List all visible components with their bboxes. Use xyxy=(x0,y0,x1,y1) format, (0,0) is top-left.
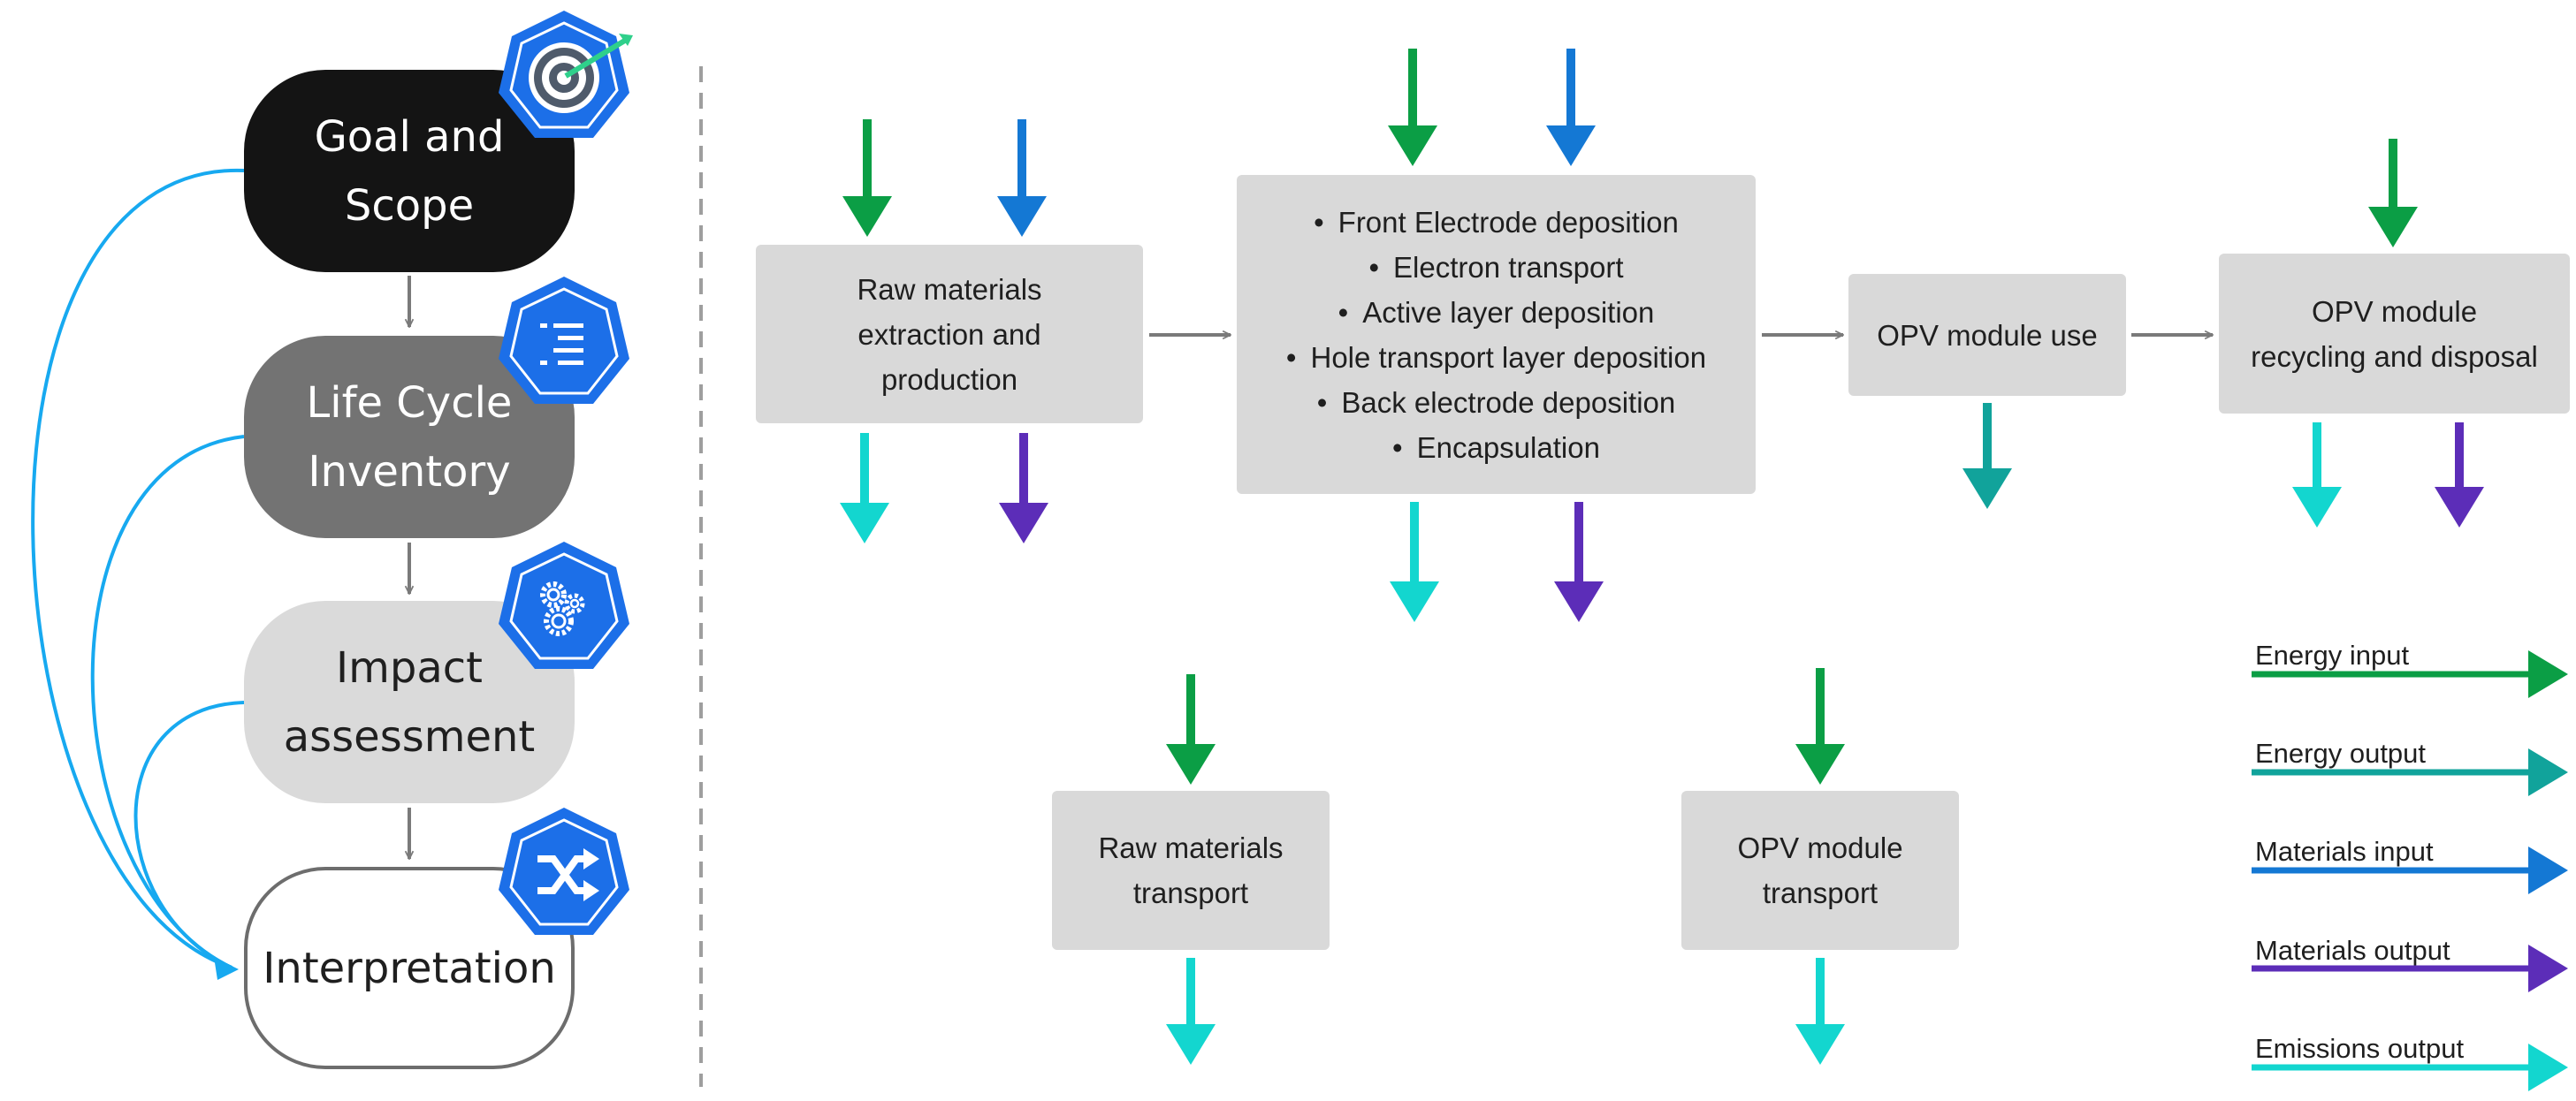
phase-label-line: Inventory xyxy=(308,446,511,497)
process-label-line: production xyxy=(880,362,1018,396)
process-raw-materials-transport: Raw materials transport xyxy=(1052,791,1330,950)
manufacturing-step: Front Electrode deposition xyxy=(1286,200,1706,245)
phase-label-line: assessment xyxy=(283,711,536,762)
legend-label-emissions-output: Emissions output xyxy=(2255,1033,2465,1064)
emissions-output-arrow xyxy=(2292,422,2342,528)
feedback-arrowhead xyxy=(214,957,239,980)
emissions-output-arrow xyxy=(1166,958,1216,1065)
legend-arrows xyxy=(2252,650,2568,1091)
manufacturing-step: Encapsulation xyxy=(1286,425,1706,470)
flow-arrows xyxy=(840,49,2484,1065)
target-icon xyxy=(499,11,633,138)
process-label-line: OPV module use xyxy=(1877,318,2098,352)
process-label-line: transport xyxy=(1132,877,1249,909)
manufacturing-step: Back electrode deposition xyxy=(1286,380,1706,425)
process-raw-materials: Raw materials extraction and production xyxy=(756,245,1143,423)
manufacturing-step: Electron transport xyxy=(1286,245,1706,290)
materials-input-arrow xyxy=(1546,49,1596,166)
materials-output-arrow xyxy=(1554,502,1604,622)
phase-label-line: Goal and xyxy=(314,111,505,162)
emissions-output-arrow xyxy=(1795,958,1845,1065)
phase-label-line: Life Cycle xyxy=(306,377,513,428)
energy-output-arrow xyxy=(1962,403,2012,509)
materials-output-arrow xyxy=(2435,422,2484,528)
shuffle-icon xyxy=(499,808,629,935)
manufacturing-step: Active layer deposition xyxy=(1286,290,1706,335)
process-label-line: Raw materials xyxy=(1098,831,1284,864)
gears-icon xyxy=(499,542,629,669)
phase-label-line: Impact xyxy=(335,642,483,693)
legend-label-energy-input: Energy input xyxy=(2255,640,2410,671)
feedback-arrow-impact xyxy=(133,701,245,969)
process-label-line: OPV module xyxy=(1737,831,1903,864)
energy-input-arrow xyxy=(842,119,892,237)
energy-input-arrow xyxy=(2368,139,2418,247)
energy-input-arrow xyxy=(1795,668,1845,785)
process-recycling-disposal: OPV module recycling and disposal xyxy=(2219,254,2570,414)
process-label-line: transport xyxy=(1762,877,1879,909)
emissions-output-arrow xyxy=(1390,502,1439,622)
process-module-use: OPV module use xyxy=(1848,274,2126,396)
energy-input-arrow xyxy=(1388,49,1437,166)
phase-label-line: Scope xyxy=(344,180,475,231)
process-label-line: Raw materials xyxy=(857,272,1042,306)
emissions-output-arrow xyxy=(840,433,889,543)
phase-label-line: Interpretation xyxy=(263,943,556,993)
manufacturing-steps-list: Front Electrode deposition Electron tran… xyxy=(1286,200,1706,470)
manufacturing-step: Hole transport layer deposition xyxy=(1286,335,1706,380)
process-module-transport: OPV module transport xyxy=(1681,791,1959,950)
materials-output-arrow xyxy=(999,433,1048,543)
process-label-line: recycling and disposal xyxy=(2251,339,2538,373)
legend-arrow-materials-output xyxy=(2252,945,2568,992)
feedback-arrow-goal xyxy=(31,168,245,969)
materials-input-arrow xyxy=(997,119,1047,237)
legend-label-materials-output: Materials output xyxy=(2255,935,2450,966)
process-label-line: OPV module xyxy=(2311,294,2478,328)
legend-arrow-energy-input xyxy=(2252,650,2568,698)
process-label-line: extraction and xyxy=(857,317,1041,351)
legend-arrow-emissions-output xyxy=(2252,1044,2568,1091)
legend-arrow-energy-output xyxy=(2252,748,2568,796)
list-icon xyxy=(499,277,629,404)
legend-label-energy-output: Energy output xyxy=(2255,738,2427,769)
legend-arrow-materials-input xyxy=(2252,847,2568,894)
legend-label-materials-input: Materials input xyxy=(2255,836,2434,867)
process-manufacturing: Front Electrode deposition Electron tran… xyxy=(1237,175,1756,494)
energy-input-arrow xyxy=(1166,674,1216,785)
